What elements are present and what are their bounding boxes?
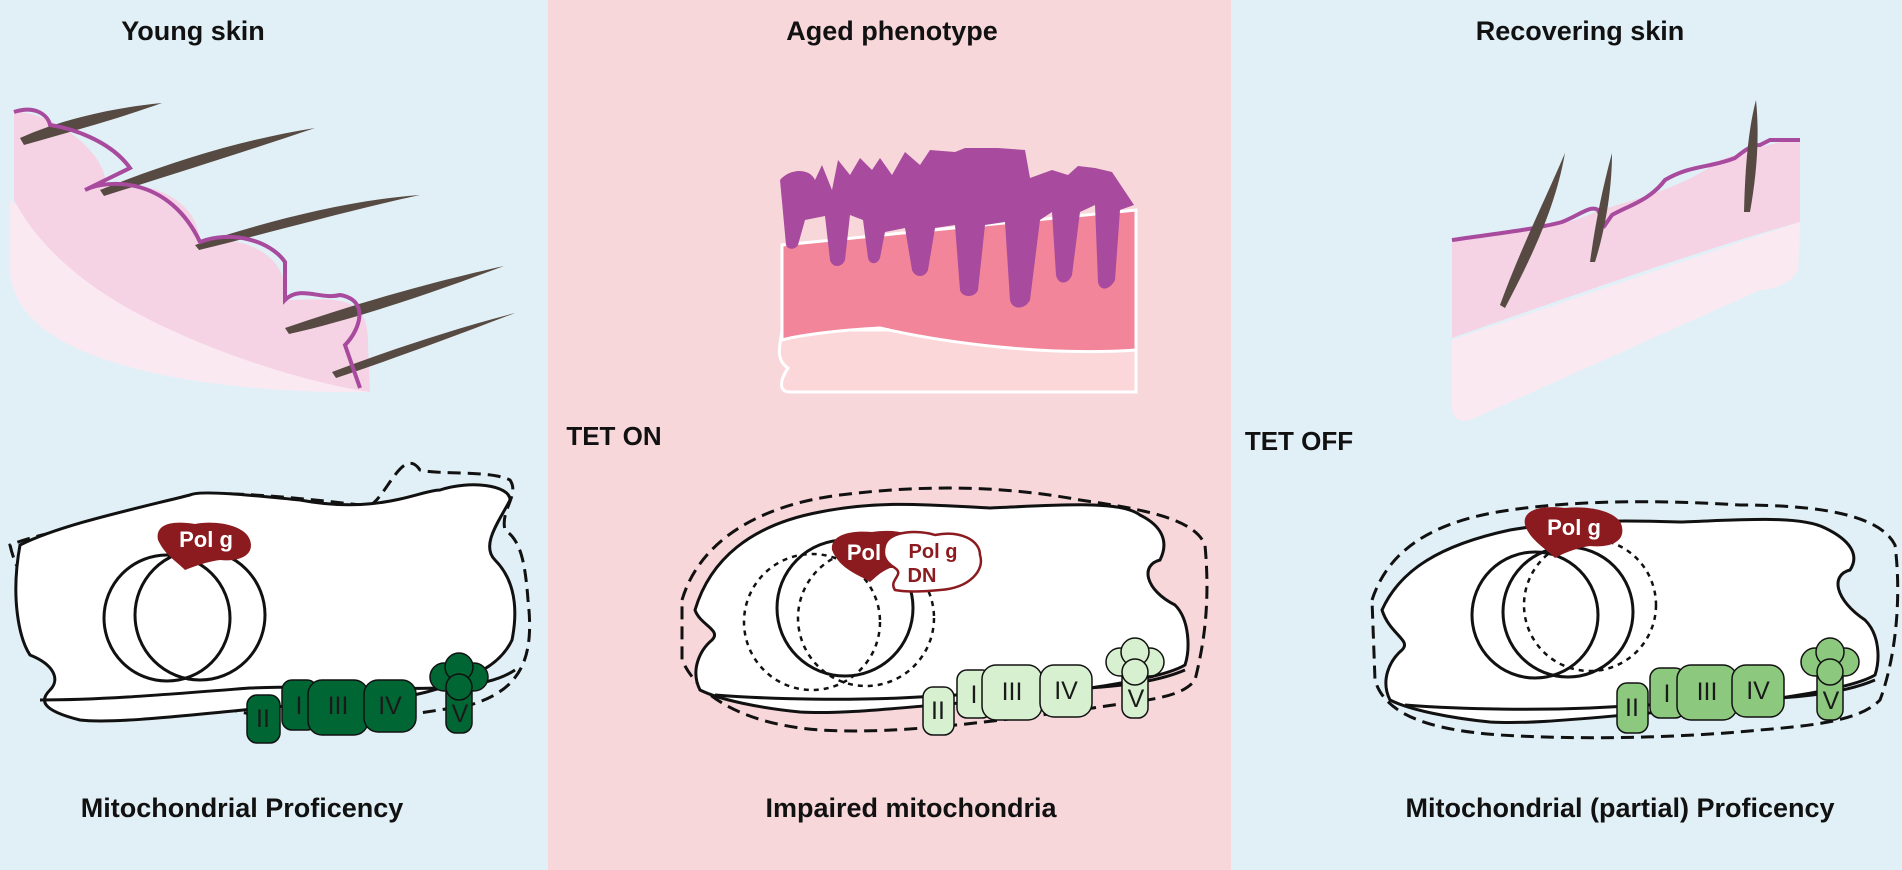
tet-off-label: TET OFF — [1245, 426, 1353, 456]
complex-i-label: I — [296, 692, 303, 720]
young-skin-title: Young skin — [121, 16, 265, 46]
young-skin-illustration — [10, 103, 515, 392]
inner-membrane — [693, 502, 1190, 715]
hair-shaft — [1500, 153, 1565, 308]
young-skin-epidermis — [13, 107, 362, 389]
mtdna-circle — [102, 553, 232, 683]
complex-ii-label: II — [931, 697, 945, 725]
complex-i-label: I — [1664, 680, 1671, 708]
pol-g-label: Pol g — [179, 527, 233, 552]
mtdna-circle — [1470, 550, 1600, 680]
complex-iv-label: IV — [378, 692, 402, 720]
oxphos-complexes: II I III IV V — [922, 637, 1165, 736]
hair-shaft — [1590, 153, 1612, 262]
complex-ii — [246, 694, 281, 744]
hair-shaft — [20, 103, 162, 145]
aged-skin-illustration — [777, 148, 1138, 394]
complex-v-label: V — [1128, 685, 1145, 713]
complex-ii — [922, 686, 955, 736]
complex-iii-label: III — [328, 692, 349, 720]
recovering-skin-hairs — [1500, 100, 1758, 308]
pol-g-dn-label-line1: Pol g — [909, 541, 958, 563]
hair-shaft — [332, 313, 515, 378]
mtdna-circle-depleted — [742, 552, 882, 692]
tet-on-label: TET ON — [566, 421, 661, 451]
pol-g-dn-label-line2: DN — [908, 565, 937, 587]
young-caption: Mitochondrial Proficency — [81, 793, 404, 823]
aged-skin-epidermis — [780, 148, 1134, 308]
pol-g-dn-protein — [882, 530, 983, 593]
complex-i-label: I — [971, 681, 978, 709]
oxphos-complexes: II I III IV V — [246, 652, 489, 744]
recovering-skin-title: Recovering skin — [1476, 16, 1685, 46]
complex-iii-label: III — [1002, 678, 1023, 706]
complex-iv — [1731, 664, 1785, 718]
complex-iv — [1039, 664, 1093, 718]
complex-v-head — [1121, 658, 1149, 686]
complex-v-label: V — [452, 700, 469, 728]
pol-g-label: Pol g — [1547, 515, 1601, 540]
young-skin-hairs — [20, 103, 515, 378]
complex-iv-label: IV — [1746, 677, 1770, 705]
tet-on-arrow — [548, 55, 690, 805]
complex-ii-label: II — [1625, 694, 1639, 722]
hair-shaft — [285, 266, 504, 334]
pol-g-label: Pol — [847, 540, 881, 565]
aged-phenotype-title: Aged phenotype — [786, 16, 998, 46]
impaired-mitochondrion: Pol Pol g DN II I III IV V — [680, 486, 1209, 736]
hair-shaft — [1744, 100, 1758, 212]
young-mitochondrion: Pol g II I III IV V — [8, 461, 532, 744]
complex-ii — [1616, 682, 1649, 734]
oxphos-complexes: II I III IV V — [1616, 637, 1860, 734]
pol-g-protein — [1524, 507, 1623, 558]
outer-membrane — [680, 486, 1209, 733]
mtdna-circle-depleted — [796, 548, 936, 688]
young-skin-hypodermis — [10, 200, 370, 392]
complex-v-head — [445, 673, 473, 701]
pol-g-protein — [157, 522, 251, 570]
complex-iv-label: IV — [1054, 677, 1078, 705]
recovering-mitochondrion: Pol g II I III IV V — [1370, 500, 1900, 740]
complex-v-head — [1816, 658, 1844, 686]
recovering-skin-epidermis — [1451, 138, 1800, 242]
complex-ii-label: II — [256, 705, 270, 733]
complex-iii-label: III — [1697, 678, 1718, 706]
hair-shaft — [100, 128, 315, 196]
recovering-skin-hypodermis — [1451, 222, 1800, 421]
outer-membrane — [1370, 500, 1900, 740]
complex-iv — [363, 679, 417, 733]
complex-v-label: V — [1823, 687, 1840, 715]
recovering-skin-dermis — [1452, 140, 1800, 338]
recovering-skin-illustration — [1451, 100, 1800, 421]
recovering-caption: Mitochondrial (partial) Proficency — [1405, 793, 1834, 823]
aged-caption: Impaired mitochondria — [765, 793, 1057, 823]
hair-shaft — [195, 195, 420, 250]
